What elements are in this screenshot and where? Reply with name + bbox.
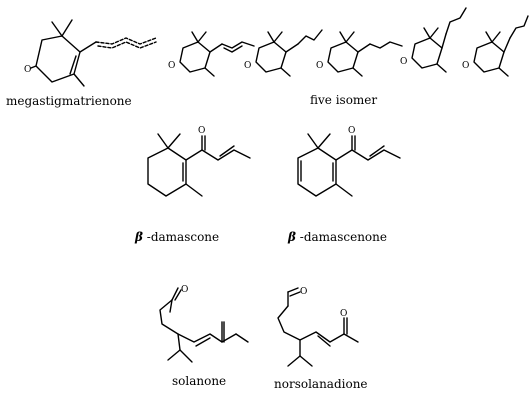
oxygen-atom-label: O: [181, 285, 188, 295]
megastigmatrienone-label: megastigmatrienone: [6, 94, 132, 108]
norsolanadione-label: norsolanadione: [274, 377, 368, 391]
oxygen-atom-label: O: [198, 126, 205, 136]
megastigmatrienone-structure: O: [24, 19, 157, 87]
oxygen-atom-label: O: [348, 126, 355, 136]
oxygen-atom-label: O: [300, 287, 307, 297]
oxygen-atom-label: O: [462, 61, 469, 71]
oxygen-atom-label: O: [24, 65, 31, 75]
solanone-structure: O: [159, 285, 249, 363]
isomer-5-structure: O: [462, 15, 529, 77]
beta-damascone-label: β -damascone: [135, 230, 219, 244]
isomer-4-structure: O: [400, 7, 467, 73]
beta-damascenone-label: β -damascenone: [288, 230, 387, 244]
beta-damascone-structure: O: [147, 126, 251, 197]
oxygen-atom-label: O: [340, 309, 347, 319]
damascenone-text: -damascenone: [295, 230, 387, 244]
damascone-text: -damascone: [142, 230, 220, 244]
oxygen-atom-label: O: [316, 61, 323, 71]
beta-symbol: β: [135, 230, 143, 244]
isomer-1-structure: O: [168, 31, 255, 77]
oxygen-atom-label: O: [244, 61, 251, 71]
beta-damascenone-structure: O: [297, 126, 401, 197]
oxygen-atom-label: O: [400, 57, 407, 67]
isomer-3-structure: O: [316, 31, 403, 77]
norsolanadione-structure: O O: [277, 287, 359, 367]
solanone-label: solanone: [172, 374, 227, 388]
isomer-2-structure: O: [244, 29, 323, 77]
oxygen-atom-label: O: [168, 61, 175, 71]
five-isomer-label: five isomer: [310, 93, 378, 107]
beta-symbol: β: [288, 230, 296, 244]
